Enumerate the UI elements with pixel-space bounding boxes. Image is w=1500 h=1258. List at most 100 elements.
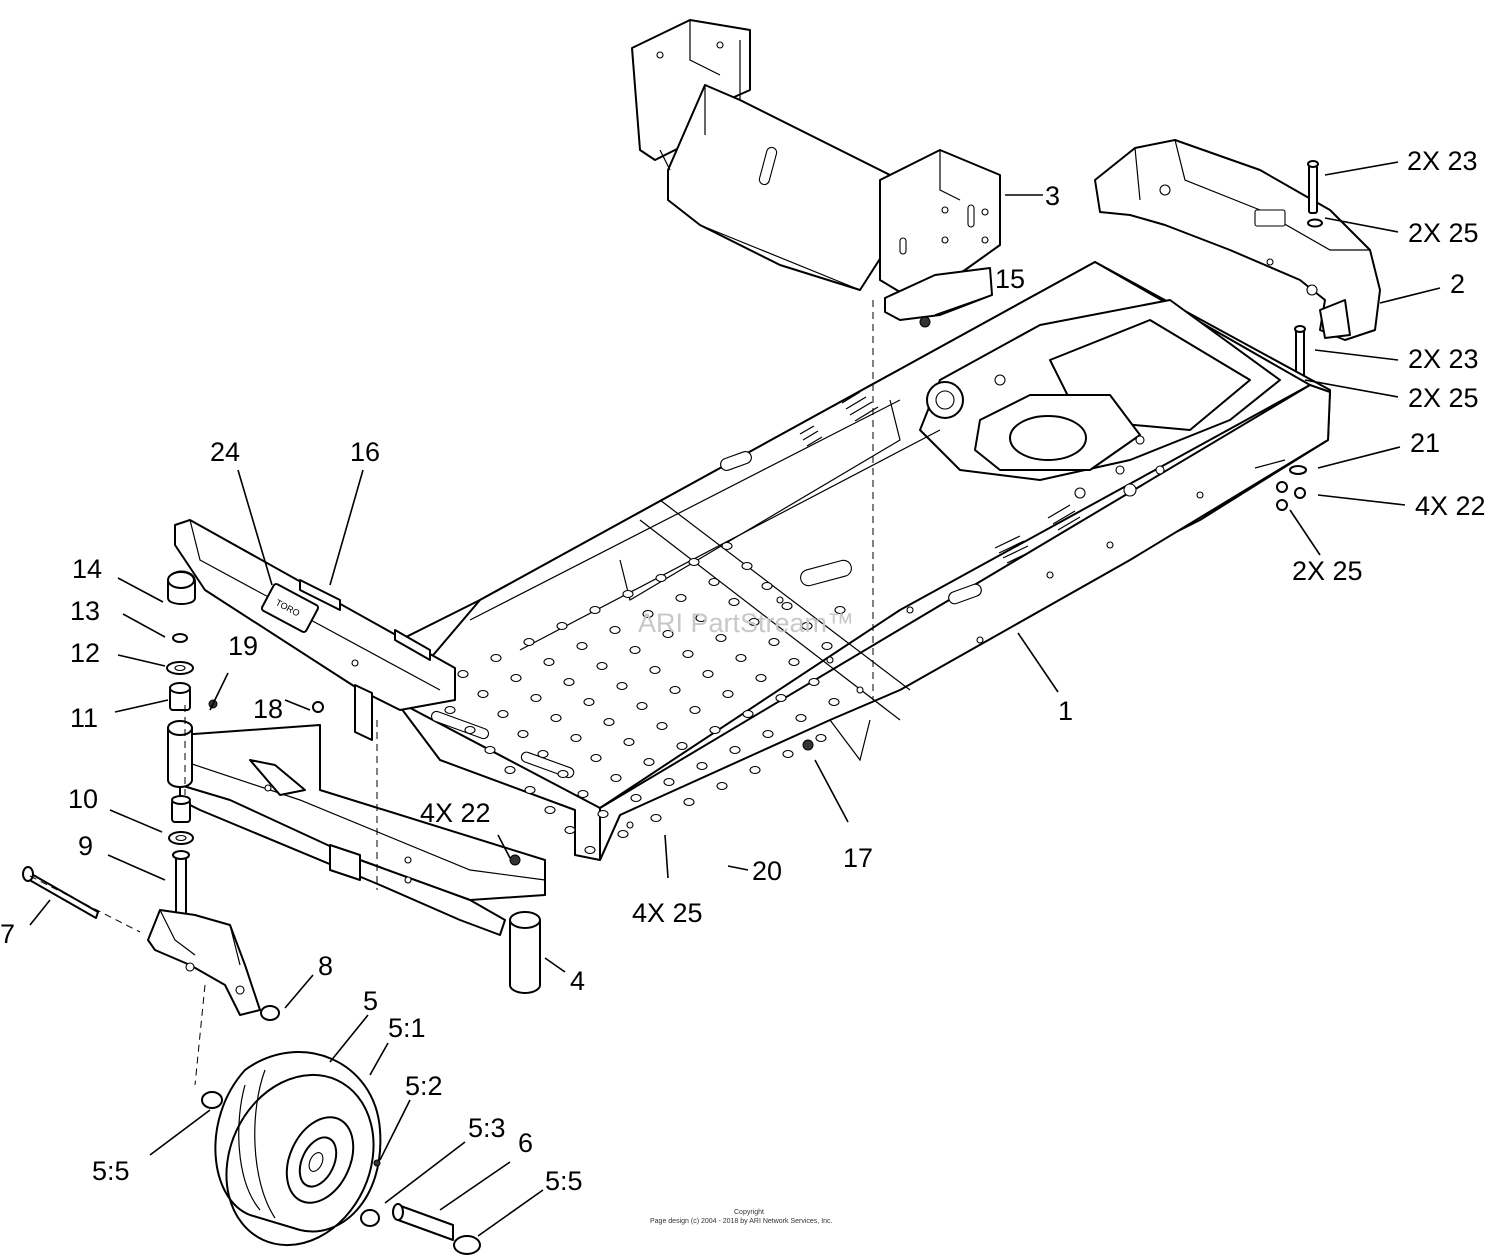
callout-13: 13: [70, 596, 100, 626]
callout-14: 14: [72, 554, 102, 584]
perforation-hole: [755, 673, 767, 683]
perforation-hole: [761, 581, 773, 591]
perforation-hole: [675, 593, 687, 603]
perforation-hole: [543, 657, 555, 667]
callout-2x25-top: 2X 25: [1408, 218, 1479, 248]
perforation-hole: [504, 765, 516, 775]
perforation-hole: [537, 749, 549, 759]
perforation-hole: [695, 613, 707, 623]
bracket-plate-part: [884, 267, 993, 328]
perforation-hole: [484, 745, 496, 755]
perforation-hole: [617, 829, 629, 839]
perforation-hole: [801, 621, 813, 631]
callout-12: 12: [70, 638, 100, 668]
perforation-hole: [729, 745, 741, 755]
watermark: ARI PartStream™: [638, 608, 854, 638]
callout-4: 4: [570, 966, 585, 996]
perforation-hole: [715, 633, 727, 643]
perforation-hole: [510, 673, 522, 683]
callout-5-2: 5:2: [405, 1071, 443, 1101]
caster-wheel-part: [201, 1051, 481, 1255]
callout-15: 15: [995, 264, 1025, 294]
perforation-hole: [523, 637, 535, 647]
callout-2x25-bottom: 2X 25: [1292, 556, 1363, 586]
perforation-hole: [576, 641, 588, 651]
perforation-hole: [748, 617, 760, 627]
perforation-hole: [834, 605, 846, 615]
perforation-hole: [663, 777, 675, 787]
callout-11: 11: [70, 703, 98, 733]
perforation-hole: [828, 697, 840, 707]
callout-1: 1: [1058, 696, 1073, 726]
perforation-hole: [564, 825, 576, 835]
perforation-hole: [616, 681, 628, 691]
perforation-hole: [589, 605, 601, 615]
perforation-hole: [517, 729, 529, 739]
perforation-hole: [464, 725, 476, 735]
perforation-hole: [642, 609, 654, 619]
perforation-hole: [609, 625, 621, 635]
perforation-hole: [583, 697, 595, 707]
perforation-hole: [781, 601, 793, 611]
callout-2x23-top: 2X 23: [1407, 146, 1478, 176]
callout-5: 5: [363, 986, 378, 1016]
front-axle-part: [167, 720, 814, 994]
perforation-hole: [650, 813, 662, 823]
callout-8: 8: [318, 951, 333, 981]
callout-2x23-mid: 2X 23: [1408, 344, 1479, 374]
leader-lines: [29, 161, 1441, 1237]
perforation-hole: [577, 789, 589, 799]
front-panel-part: TORO: [174, 519, 456, 741]
callout-10: 10: [68, 784, 98, 814]
perforation-hole: [662, 629, 674, 639]
perforation-hole: [721, 541, 733, 551]
perforation-hole: [550, 713, 562, 723]
perforation-hole: [722, 689, 734, 699]
perforation-hole: [795, 713, 807, 723]
callout-16: 16: [350, 437, 380, 467]
perforation-hole: [741, 561, 753, 571]
perforation-hole: [603, 717, 615, 727]
perforation-hole: [808, 677, 820, 687]
perforation-hole: [490, 653, 502, 663]
callout-19: 19: [228, 631, 258, 661]
perforation-hole: [636, 701, 648, 711]
rear-crossmember-part: [1094, 139, 1381, 341]
perforation-hole: [649, 665, 661, 675]
callout-2: 2: [1450, 269, 1465, 299]
callout-21: 21: [1410, 428, 1440, 458]
callout-labels: 1 2 3 4 5 5:1 5:2 5:3 5:5 5:5 6 7 8 9 10…: [0, 146, 1486, 1196]
perforation-hole: [735, 653, 747, 663]
caster-fork-part: [22, 866, 280, 1021]
perforation-hole: [782, 749, 794, 759]
perforation-hole: [762, 729, 774, 739]
perforation-hole: [742, 709, 754, 719]
callout-5-1: 5:1: [388, 1013, 426, 1043]
floor-perforations: [424, 541, 846, 855]
perforation-hole: [768, 637, 780, 647]
callout-3: 3: [1045, 181, 1060, 211]
copyright-line-1: Copyright: [734, 1209, 764, 1216]
callout-5-5-left: 5:5: [92, 1156, 130, 1186]
perforation-hole: [669, 685, 681, 695]
callout-9: 9: [78, 831, 93, 861]
perforation-hole: [643, 757, 655, 767]
perforation-hole: [749, 765, 761, 775]
perforation-hole: [716, 781, 728, 791]
perforation-hole: [557, 769, 569, 779]
perforation-hole: [696, 761, 708, 771]
callout-24: 24: [210, 437, 240, 467]
perforation-hole: [623, 737, 635, 747]
perforation-hole: [821, 641, 833, 651]
perforation-hole: [497, 709, 509, 719]
callout-17: 17: [843, 843, 873, 873]
callout-5-5-right: 5:5: [545, 1166, 583, 1196]
callout-2x25-mid: 2X 25: [1408, 383, 1479, 413]
perforation-hole: [584, 845, 596, 855]
perforation-hole: [444, 705, 456, 715]
main-frame-part: [394, 261, 1331, 861]
perforation-hole: [656, 721, 668, 731]
perforation-hole: [728, 597, 740, 607]
perforation-hole: [788, 657, 800, 667]
perforation-hole: [630, 793, 642, 803]
